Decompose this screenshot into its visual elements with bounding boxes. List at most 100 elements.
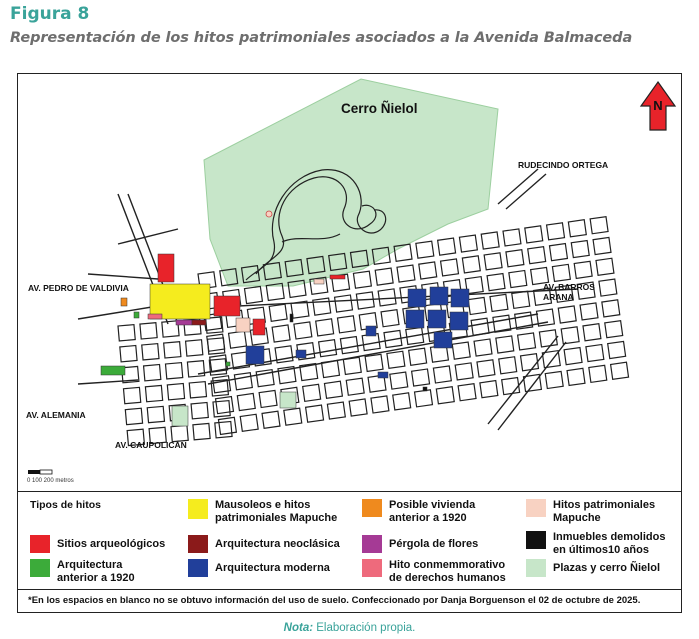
scale-bar-icon xyxy=(28,469,53,475)
mapuche-block-1 xyxy=(235,317,251,333)
legend-swatch-neoclasica xyxy=(188,535,208,553)
city-block xyxy=(532,287,553,306)
moderna-block-3 xyxy=(365,325,377,337)
city-block xyxy=(576,281,596,300)
city-block xyxy=(557,305,577,324)
city-block xyxy=(183,318,202,336)
city-block xyxy=(392,392,412,411)
city-block xyxy=(607,340,627,360)
city-block xyxy=(271,324,291,343)
city-block xyxy=(371,246,391,266)
plaza-block-2 xyxy=(279,391,297,409)
city-block xyxy=(339,335,360,355)
city-block xyxy=(290,300,310,319)
mapuche-block-2 xyxy=(313,278,325,285)
city-block xyxy=(435,386,455,405)
city-block xyxy=(432,365,453,384)
city-block xyxy=(277,365,297,385)
city-block xyxy=(141,342,160,361)
figure-note: Nota: Elaboración propia. xyxy=(0,622,699,634)
map-footnote: *En los espacios en blanco no se obtuvo … xyxy=(18,589,681,614)
city-block xyxy=(563,346,583,366)
city-block xyxy=(117,323,136,342)
arq1920-block-3 xyxy=(225,361,231,367)
city-block xyxy=(240,264,261,284)
city-block xyxy=(579,302,599,321)
moderna-block-7 xyxy=(450,288,470,308)
city-block xyxy=(393,243,413,262)
city-block xyxy=(121,365,140,384)
legend-swatch-moderna xyxy=(188,559,208,577)
city-block xyxy=(410,368,431,387)
demolido-block-2 xyxy=(422,386,428,392)
city-block xyxy=(527,245,547,265)
city-block xyxy=(511,290,531,310)
city-block xyxy=(184,339,204,357)
legend-item-ddhh: Hito conmemmorativo de derechos humanos xyxy=(362,559,506,585)
city-block xyxy=(408,347,428,366)
legend-label-pergola: Pérgola de flores xyxy=(389,538,479,550)
city-block xyxy=(124,407,144,426)
demolido-block-1 xyxy=(289,313,294,323)
figure-label: Figura 8 xyxy=(10,4,90,24)
legend-label-ddhh: Hito conmemmorativo de derechos humanos xyxy=(389,559,506,584)
city-block xyxy=(567,219,587,238)
city-block xyxy=(502,228,522,247)
legend-item-mausoleo: Mausoleos e hitos patrimoniales Mapuche xyxy=(188,499,337,525)
legend-item-arqueologico: Sitios arqueológicos xyxy=(30,535,165,553)
legend-swatch-demolidos xyxy=(526,531,546,549)
street-alemania: AV. ALEMANIA xyxy=(26,410,86,420)
street-barros-arana: AV. BARROS ARANA xyxy=(543,282,595,302)
hill-summit-marker xyxy=(265,210,273,218)
city-block xyxy=(500,376,521,396)
city-block xyxy=(516,332,537,351)
city-block xyxy=(545,222,566,241)
city-block xyxy=(389,371,409,390)
city-block xyxy=(349,249,370,269)
city-block xyxy=(139,322,158,340)
city-block xyxy=(206,337,226,355)
legend-swatch-plazas xyxy=(526,559,546,577)
note-label: Nota: xyxy=(283,622,314,634)
city-block xyxy=(233,372,254,391)
street-pedro-de-valdivia: AV. PEDRO DE VALDIVIA xyxy=(28,283,129,293)
city-block xyxy=(451,341,471,360)
city-block xyxy=(529,266,550,286)
map-canvas: N xyxy=(28,78,677,475)
city-block xyxy=(595,257,615,277)
city-block xyxy=(585,343,605,363)
city-block xyxy=(323,380,344,399)
city-block xyxy=(255,368,275,388)
city-block xyxy=(551,263,572,283)
city-block xyxy=(498,356,518,375)
city-block xyxy=(265,282,285,302)
city-block xyxy=(315,318,335,337)
city-block xyxy=(541,349,561,369)
city-block xyxy=(188,380,208,399)
map-frame: N Cerro Ñielol RUDECINDO ORTEGA AV. PEDR… xyxy=(17,73,682,613)
city-block xyxy=(302,383,322,403)
city-block xyxy=(458,234,479,253)
legend-item-moderna: Arquitectura moderna xyxy=(188,559,330,577)
city-block xyxy=(348,398,368,417)
street-rudecindo-ortega: RUDECINDO ORTEGA xyxy=(518,160,609,170)
legend-item-demolidos: Inmuebles demolidos en últimos10 años xyxy=(526,531,665,557)
city-block xyxy=(535,308,556,327)
city-block xyxy=(415,240,435,259)
legend-label-vivienda: Posible vivienda anterior a 1920 xyxy=(389,499,476,524)
city-block xyxy=(309,276,329,296)
legend-label-arqueologico: Sitios arqueológicos xyxy=(57,538,166,550)
legend-swatch-mausoleo xyxy=(188,499,208,519)
city-block xyxy=(386,350,406,370)
plaza-block-1 xyxy=(171,405,189,427)
city-block xyxy=(333,294,354,313)
city-block xyxy=(166,382,186,401)
city-block xyxy=(284,258,304,278)
neoclasica-block xyxy=(191,319,207,326)
moderna-block-4 xyxy=(377,371,389,379)
city-block xyxy=(519,353,540,372)
city-block xyxy=(461,255,481,274)
figure-title: Representación de los hitos patrimoniale… xyxy=(10,30,633,46)
city-block xyxy=(582,323,602,342)
vivienda-block xyxy=(120,297,128,307)
